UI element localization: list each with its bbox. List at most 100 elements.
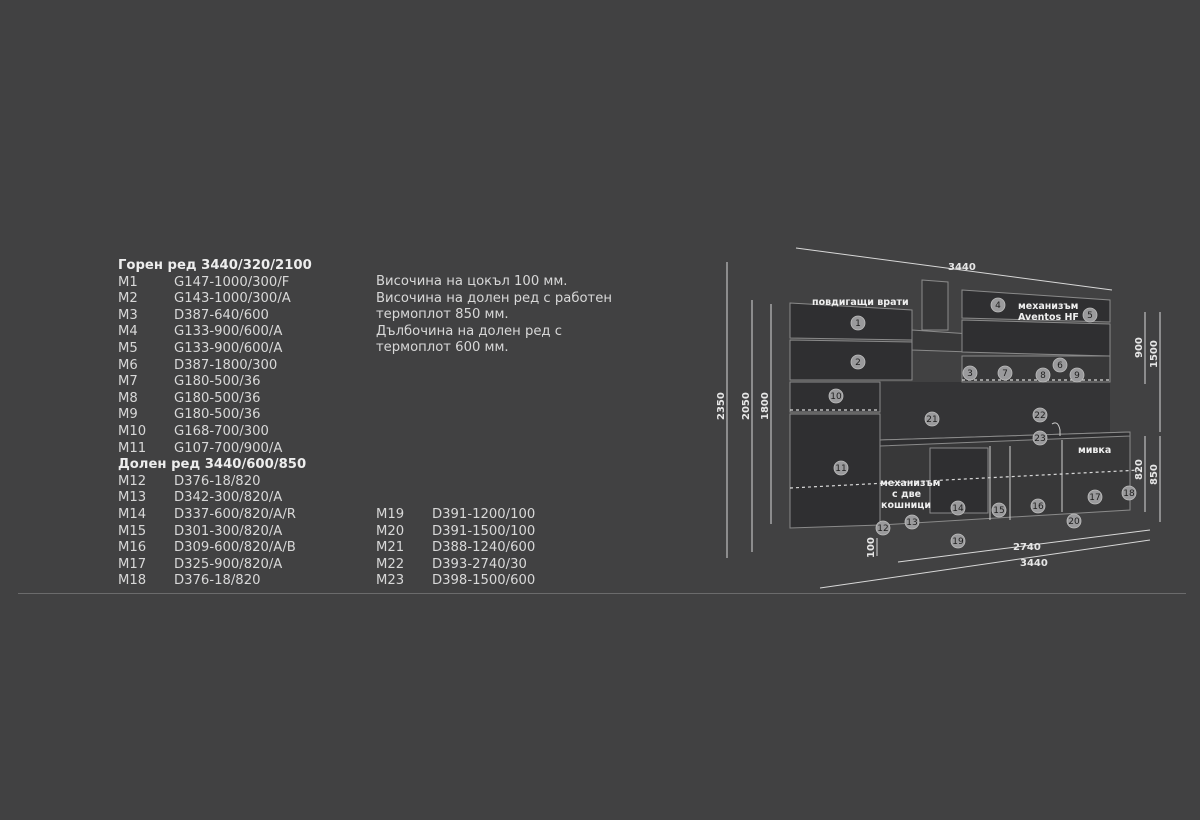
badge-number: 21 [926,415,937,425]
upper-row-header: Горен ред 3440/320/2100 [118,258,312,273]
badge-circle [950,500,966,516]
dim-left-2-label: 2050 [741,392,752,420]
badge-number: 2 [855,358,861,368]
badge-circle [1052,357,1068,373]
badge-number: 5 [1087,311,1093,321]
module-badge: 4 [990,297,1006,313]
note-line: термоплот 600 мм. [376,340,509,356]
divider-line [18,593,1186,594]
badge-number: 17 [1089,493,1100,503]
module-code: D342-300/820/A [174,490,283,506]
badge-number: 13 [906,518,917,528]
wall-panel [880,382,1110,440]
hood-chimney [921,279,949,331]
module-id: M19 [376,507,405,522]
module-code: G180-500/36 [174,374,261,390]
module-row: M17 D325-900/820/A [118,557,312,574]
module-badge: 16 [1030,498,1046,514]
module-badge: 19 [950,533,966,549]
module-id: M3 [118,307,138,323]
badge-number: 12 [877,524,888,534]
lift-doors-label: повдигащи врати [812,297,909,308]
module-code: D391-1500/100 [432,523,536,539]
module-badge: 14 [950,500,966,516]
upper-cabinet-5 [961,319,1111,357]
dim-line-bottom-1 [897,529,1151,563]
module-badge: 7 [997,365,1013,381]
module-badge: 10 [828,388,844,404]
tap-icon [1051,422,1061,436]
badge-circle [828,388,844,404]
badge-circle [1069,367,1085,383]
module-code: G133-900/600/A [174,324,283,340]
badge-circle [1032,430,1048,446]
module-badge: 18 [1121,485,1137,501]
module-badge: 8 [1035,367,1051,383]
note-line: термоплот 850 мм. [376,307,509,323]
module-code: G180-500/36 [174,390,261,406]
module-badge: 5 [1082,307,1098,323]
dim-line-top [795,247,1113,291]
module-code: D325-900/820/A [174,556,283,572]
module-code: D309-600/820/A/B [174,540,296,556]
module-id: M10 [118,423,147,439]
module-row: M13 D342-300/820/A [118,490,312,507]
baskets-label: кошници [881,500,931,511]
module-code: D387-1800/300 [174,357,278,373]
module-badge: 1 [850,315,866,331]
module-row: M9 G180-500/36 [118,407,312,424]
dim-left-3-label: 1800 [760,392,771,420]
module-code: G143-1000/300/A [174,291,291,307]
module-badge: 12 [875,520,891,536]
module-id: M4 [118,324,138,340]
module-badge: 21 [924,411,940,427]
module-id: M1 [118,274,138,290]
dim-right-2-label: 1500 [1149,340,1160,368]
badge-circle [962,365,978,381]
module-id: M7 [118,374,138,390]
module-id: M11 [118,440,147,456]
badge-circle [997,365,1013,381]
basket-mechanism-label: механизъм [880,478,940,489]
dim-bottom-1-label: 2740 [1013,542,1041,553]
module-badge: 3 [962,365,978,381]
module-spec-list: Горен ред 3440/320/2100 M1 G147-1000/300/… [118,258,312,590]
module-code: D376-18/820 [174,473,261,489]
module-badge: 22 [1032,407,1048,423]
note-line: Височина на долен ред с работен [376,290,612,306]
badge-number: 9 [1074,371,1080,381]
module-badge: 6 [1052,357,1068,373]
module-id: M9 [118,407,138,423]
module-code: D337-600/820/A/R [174,506,296,522]
dim-right-4-label: 850 [1149,464,1160,485]
module-id: M15 [118,523,147,539]
lower-row-header: Долен ред 3440/600/850 [118,457,307,473]
note-line: Височина на цокъл 100 мм. [376,274,568,289]
aventos-label: Aventos HF [1018,312,1079,323]
module-badge: 9 [1069,367,1085,383]
module-code: G147-1000/300/F [174,274,290,290]
badge-number: 11 [835,464,846,474]
badge-circle [991,502,1007,518]
badge-number: 19 [952,537,964,547]
module-id: M22 [376,556,405,572]
module-code: G180-500/36 [174,407,261,423]
module-code: D388-1240/600 [432,540,536,556]
badge-number: 18 [1123,489,1135,499]
badge-circle [1035,367,1051,383]
module-id: M17 [118,556,147,572]
badge-circle [950,533,966,549]
module-id: M13 [118,490,147,506]
